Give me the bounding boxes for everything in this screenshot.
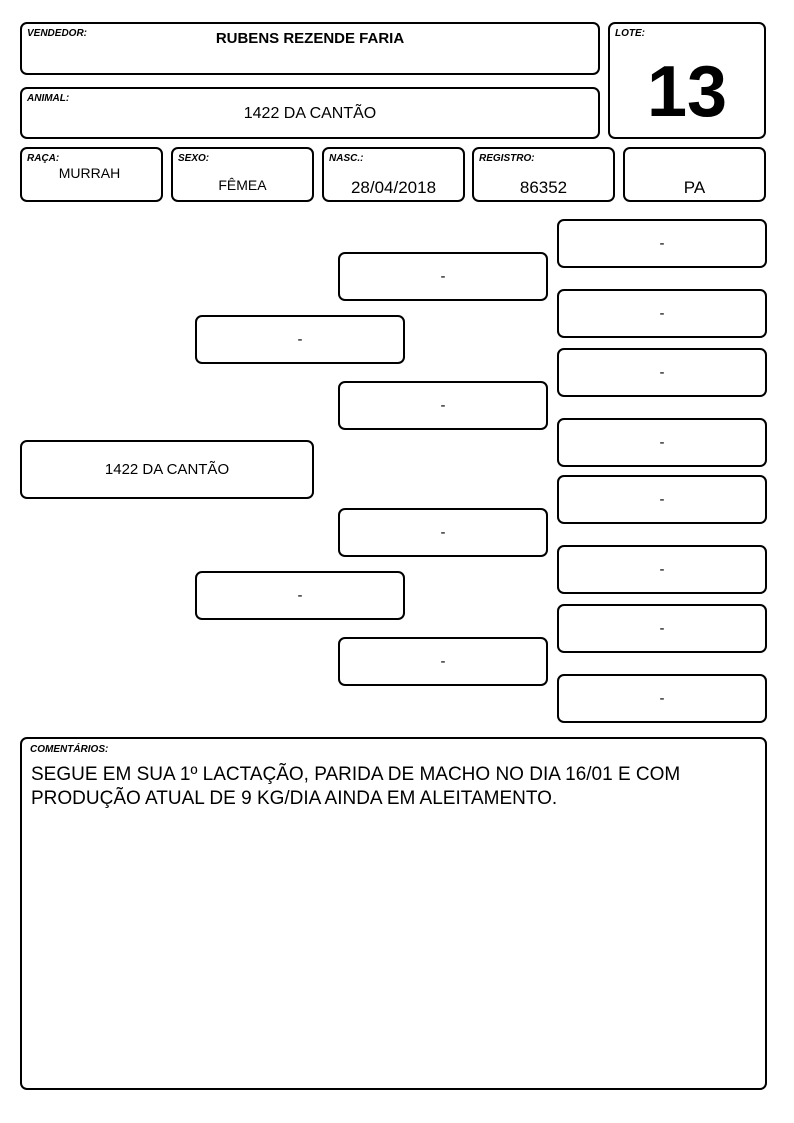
pedigree-bisavo-2: - (557, 289, 767, 338)
comentarios-text: SEGUE EM SUA 1º LACTAÇÃO, PARIDA DE MACH… (31, 764, 681, 809)
pedigree-bisavo-3: - (557, 348, 767, 397)
pedigree-avo-2: - (338, 381, 548, 430)
pedigree-bisavo-4: - (557, 418, 767, 467)
pedigree-bisavo-7: - (557, 604, 767, 653)
nasc-label: NASC.: (329, 153, 364, 164)
pedigree-pai: - (195, 315, 405, 364)
raca-field: RAÇA: MURRAH (20, 147, 163, 202)
categoria-field: PA (623, 147, 766, 202)
raca-label: RAÇA: (27, 153, 60, 164)
pedigree-bisavo-5: - (557, 475, 767, 524)
registro-field: REGISTRO: 86352 (472, 147, 615, 202)
comentarios-label: COMENTÁRIOS: (30, 744, 109, 755)
registro-value: 86352 (519, 178, 568, 197)
nasc-field: NASC.: 28/04/2018 (322, 147, 465, 202)
vendedor-value: RUBENS REZENDE FARIA (215, 30, 405, 47)
nasc-value: 28/04/2018 (350, 178, 437, 197)
sexo-label: SEXO: (178, 153, 210, 164)
vendedor-field: VENDEDOR: RUBENS REZENDE FARIA (20, 22, 600, 75)
lote-label: LOTE: (615, 28, 645, 39)
pedigree-animal: 1422 DA CANTÃO (20, 440, 314, 499)
sexo-field: SEXO: FÊMEA (171, 147, 314, 202)
animal-field: ANIMAL: 1422 DA CANTÃO (20, 87, 600, 139)
pedigree-avo-3: - (338, 508, 548, 557)
vendedor-label: VENDEDOR: (27, 28, 88, 39)
animal-label: ANIMAL: (27, 93, 70, 104)
comentarios-field: COMENTÁRIOS: SEGUE EM SUA 1º LACTAÇÃO, P… (20, 737, 767, 1090)
lote-number: 13 (646, 52, 728, 132)
raca-value: MURRAH (58, 165, 121, 181)
animal-value: 1422 DA CANTÃO (243, 105, 377, 122)
pedigree-avo-4: - (338, 637, 548, 686)
pedigree-bisavo-6: - (557, 545, 767, 594)
lote-field: LOTE: 13 (608, 22, 766, 139)
registro-label: REGISTRO: (479, 153, 535, 164)
pedigree-bisavo-1: - (557, 219, 767, 268)
sexo-value: FÊMEA (218, 177, 267, 193)
pedigree-bisavo-8: - (557, 674, 767, 723)
pedigree-avo-1: - (338, 252, 548, 301)
pedigree-mae: - (195, 571, 405, 620)
categoria-value: PA (683, 178, 706, 197)
